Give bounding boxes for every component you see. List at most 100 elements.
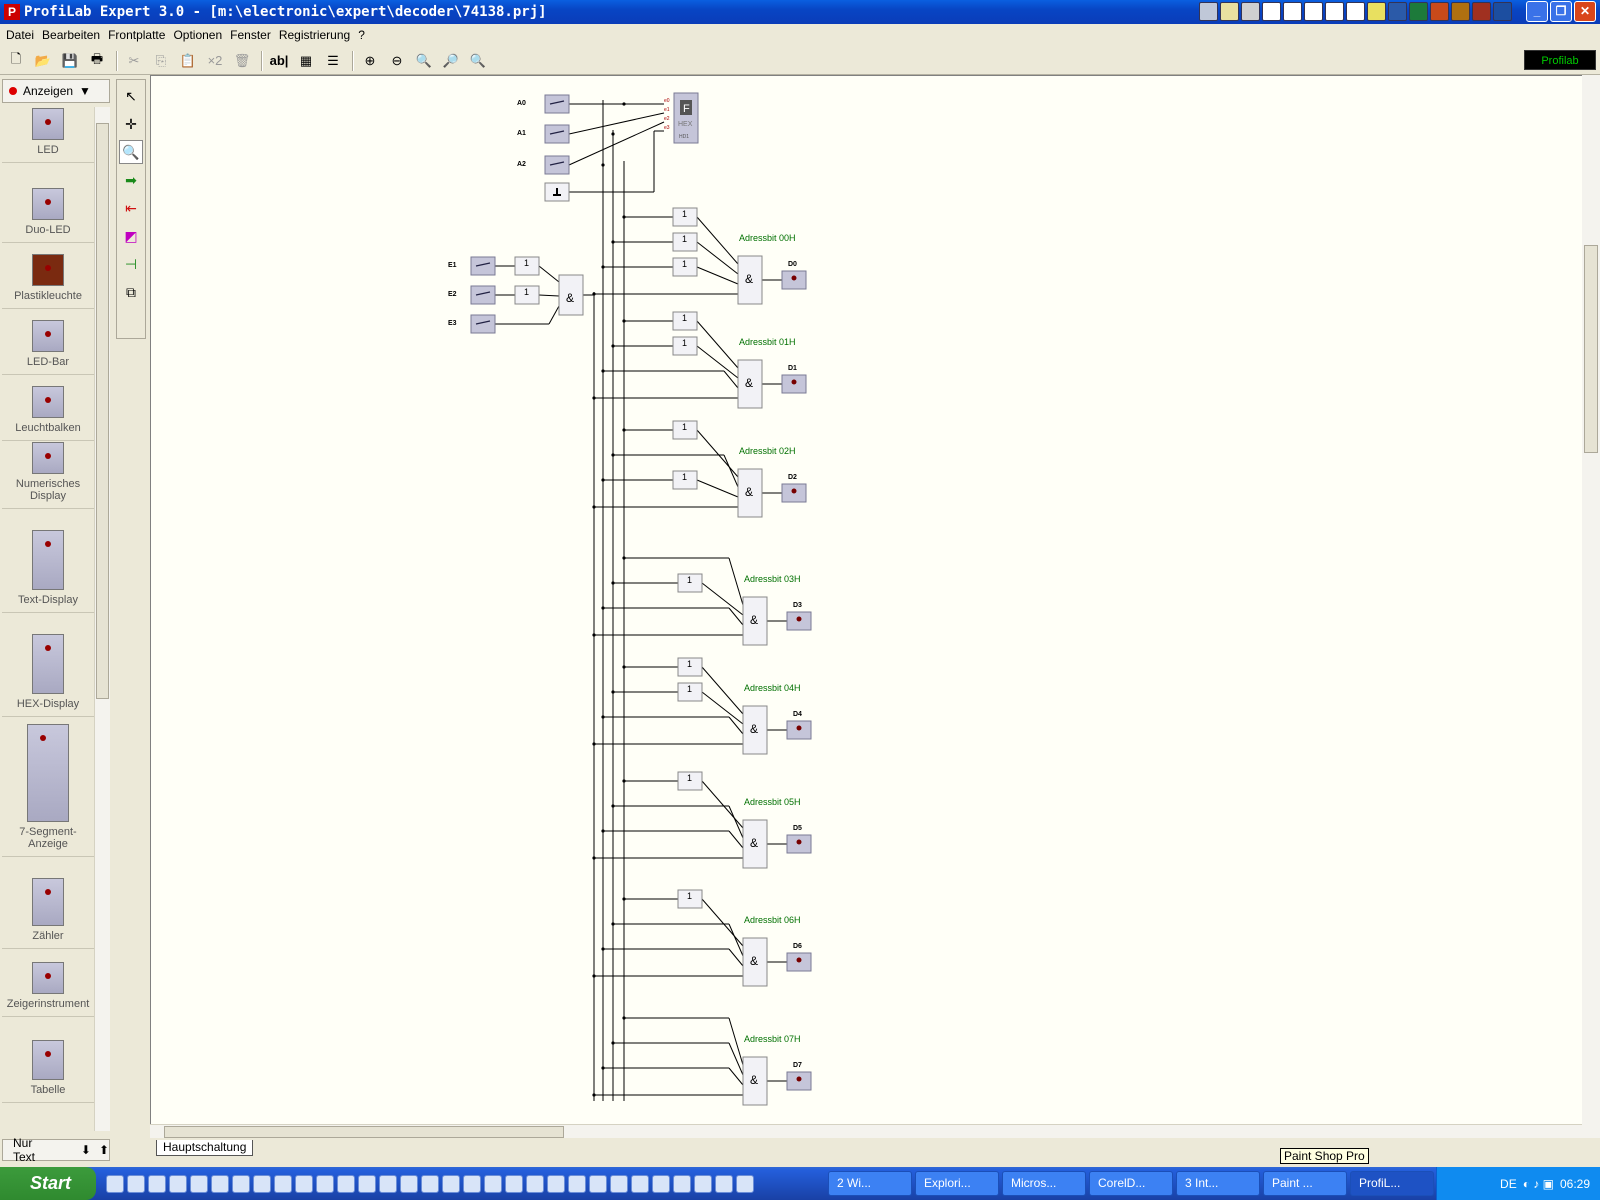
card-tray-icon[interactable] bbox=[1325, 2, 1344, 21]
copy-icon[interactable]: ⎘ bbox=[155, 52, 167, 68]
hi-lo-icon[interactable]: ◩ bbox=[124, 227, 138, 244]
task-button[interactable]: CorelD... bbox=[1089, 1171, 1173, 1196]
quick-launch-icon[interactable] bbox=[673, 1174, 691, 1193]
close-button[interactable]: ✕ bbox=[1574, 1, 1596, 22]
palette-item-hex-display[interactable]: HEX-Display bbox=[2, 613, 94, 717]
cut-icon[interactable]: ✂ bbox=[128, 52, 140, 68]
save-icon[interactable]: 💾 bbox=[61, 52, 79, 68]
word-tray-icon[interactable] bbox=[1388, 2, 1407, 21]
menu-help[interactable]: ? bbox=[358, 28, 365, 42]
menu-datei[interactable]: Datei bbox=[6, 28, 35, 42]
junction-icon[interactable]: ✛ bbox=[125, 115, 137, 132]
sheet-tab-hauptschaltung[interactable]: Hauptschaltung bbox=[156, 1140, 254, 1156]
quick-launch-icon[interactable] bbox=[274, 1174, 292, 1193]
palette-item-zaehler[interactable]: Zähler bbox=[2, 857, 94, 949]
menu-registrierung[interactable]: Registrierung bbox=[278, 28, 351, 42]
palette-item-led[interactable]: LED bbox=[2, 107, 94, 163]
quick-launch-icon[interactable] bbox=[631, 1174, 649, 1193]
quick-launch-icon[interactable] bbox=[442, 1174, 460, 1193]
task-button[interactable]: 3 Int... bbox=[1176, 1171, 1260, 1196]
scrollbar-thumb[interactable] bbox=[1584, 245, 1598, 453]
quick-launch-icon[interactable] bbox=[358, 1174, 376, 1193]
run-arrow-icon[interactable]: ➡ bbox=[125, 171, 137, 188]
task-button[interactable]: 2 Wi... bbox=[828, 1171, 912, 1196]
quick-launch-icon[interactable] bbox=[316, 1174, 334, 1193]
quick-launch-icon[interactable] bbox=[253, 1174, 271, 1193]
delete-icon[interactable]: 🗑 bbox=[233, 52, 251, 68]
quick-launch-icon[interactable] bbox=[421, 1174, 439, 1193]
task-button[interactable]: ProfiL... bbox=[1350, 1171, 1434, 1196]
duplicate-icon[interactable]: ×2 bbox=[207, 53, 223, 68]
arrow-down-icon[interactable]: ⬇ bbox=[80, 1143, 91, 1157]
palette-item-7-segment[interactable]: 7-Segment-Anzeige bbox=[2, 717, 94, 857]
start-button[interactable]: Start bbox=[0, 1167, 96, 1200]
quick-launch-icon[interactable] bbox=[694, 1174, 712, 1193]
menu-bearbeiten[interactable]: Bearbeiten bbox=[42, 28, 101, 42]
paste-icon[interactable]: 📋 bbox=[179, 52, 197, 68]
horizontal-scrollbar[interactable] bbox=[150, 1124, 1582, 1138]
quick-launch-icon[interactable] bbox=[505, 1174, 523, 1193]
quick-launch-icon[interactable] bbox=[148, 1174, 166, 1193]
palette-scrollbar[interactable] bbox=[94, 107, 110, 1131]
app-tray-icon[interactable] bbox=[1199, 2, 1218, 21]
quick-launch-icon[interactable] bbox=[568, 1174, 586, 1193]
menu-frontplatte[interactable]: Frontplatte bbox=[108, 28, 166, 42]
quick-launch-icon[interactable] bbox=[169, 1174, 187, 1193]
app-tray-icon[interactable] bbox=[1220, 2, 1239, 21]
grid-icon[interactable]: ▦ bbox=[299, 52, 313, 68]
palette-view-selector[interactable]: Nur Text ⬇ ⬆ bbox=[2, 1136, 110, 1164]
quick-launch-icon[interactable] bbox=[379, 1174, 397, 1193]
zoom-out-icon[interactable]: ⊖ bbox=[391, 52, 403, 68]
menu-optionen[interactable]: Optionen bbox=[173, 28, 223, 42]
palette-item-text-display[interactable]: Text-Display bbox=[2, 509, 94, 613]
mail-tray-icon[interactable] bbox=[1262, 2, 1281, 21]
list-icon[interactable]: ☰ bbox=[327, 52, 339, 68]
stop-arrow-icon[interactable]: ⇤ bbox=[125, 199, 137, 216]
language-indicator[interactable]: DE bbox=[1500, 1176, 1517, 1191]
minimize-button[interactable]: _ bbox=[1526, 1, 1548, 22]
palette-item-numerisches-display[interactable]: Numerisches Display bbox=[2, 441, 94, 509]
palette-item-led-bar[interactable]: LED-Bar bbox=[2, 309, 94, 375]
pointer-icon[interactable]: ↖ bbox=[125, 87, 137, 104]
zoom-reset-icon[interactable]: 🔍 bbox=[469, 52, 487, 68]
quick-launch-icon[interactable] bbox=[190, 1174, 208, 1193]
palette-item-tabelle[interactable]: Tabelle bbox=[2, 1017, 94, 1103]
quick-launch-icon[interactable] bbox=[127, 1174, 145, 1193]
quick-launch-icon[interactable] bbox=[337, 1174, 355, 1193]
access-tray-icon[interactable] bbox=[1451, 2, 1470, 21]
quick-launch-icon[interactable] bbox=[484, 1174, 502, 1193]
task-button[interactable]: Paint ... bbox=[1263, 1171, 1347, 1196]
quick-launch-icon[interactable] bbox=[463, 1174, 481, 1193]
palette-item-plastikleuchte[interactable]: Plastikleuchte bbox=[2, 243, 94, 309]
task-button[interactable]: Micros... bbox=[1002, 1171, 1086, 1196]
zoom-in-icon[interactable]: ⊕ bbox=[364, 52, 376, 68]
palette-category-dropdown[interactable]: Anzeigen ▼ bbox=[2, 79, 110, 103]
vertical-scrollbar[interactable] bbox=[1582, 75, 1600, 1138]
quick-launch-icon[interactable] bbox=[526, 1174, 544, 1193]
arrow-up-icon[interactable]: ⬆ bbox=[98, 1143, 109, 1157]
quick-launch-icon[interactable] bbox=[106, 1174, 124, 1193]
quick-launch-icon[interactable] bbox=[232, 1174, 250, 1193]
quick-launch-icon[interactable] bbox=[715, 1174, 733, 1193]
app-tray-icon[interactable] bbox=[1241, 2, 1260, 21]
scrollbar-thumb[interactable] bbox=[96, 123, 109, 699]
task-button[interactable]: Explori... bbox=[915, 1171, 999, 1196]
excel-tray-icon[interactable] bbox=[1409, 2, 1428, 21]
note-tray-icon[interactable] bbox=[1367, 2, 1386, 21]
magnifier-icon[interactable]: 🔍 bbox=[119, 140, 143, 164]
zoom-icon[interactable]: 🔍 bbox=[415, 52, 433, 68]
print-icon[interactable]: 🖶 bbox=[90, 50, 104, 66]
book-tray-icon[interactable] bbox=[1346, 2, 1365, 21]
remote-tray-icon[interactable] bbox=[1493, 2, 1512, 21]
palette-item-zeigerinstrument[interactable]: Zeigerinstrument bbox=[2, 949, 94, 1017]
tray-icons[interactable]: ◐ ♪ ▣ bbox=[1522, 1176, 1554, 1191]
quick-launch-icon[interactable] bbox=[295, 1174, 313, 1193]
quick-launch-icon[interactable] bbox=[652, 1174, 670, 1193]
quick-launch-icon[interactable] bbox=[589, 1174, 607, 1193]
quick-launch-icon[interactable] bbox=[610, 1174, 628, 1193]
pin-icon[interactable]: ⊣ bbox=[124, 255, 138, 272]
scrollbar-thumb[interactable] bbox=[164, 1126, 564, 1138]
doc-tray-icon[interactable] bbox=[1283, 2, 1302, 21]
palette-item-leuchtbalken[interactable]: Leuchtbalken bbox=[2, 375, 94, 441]
